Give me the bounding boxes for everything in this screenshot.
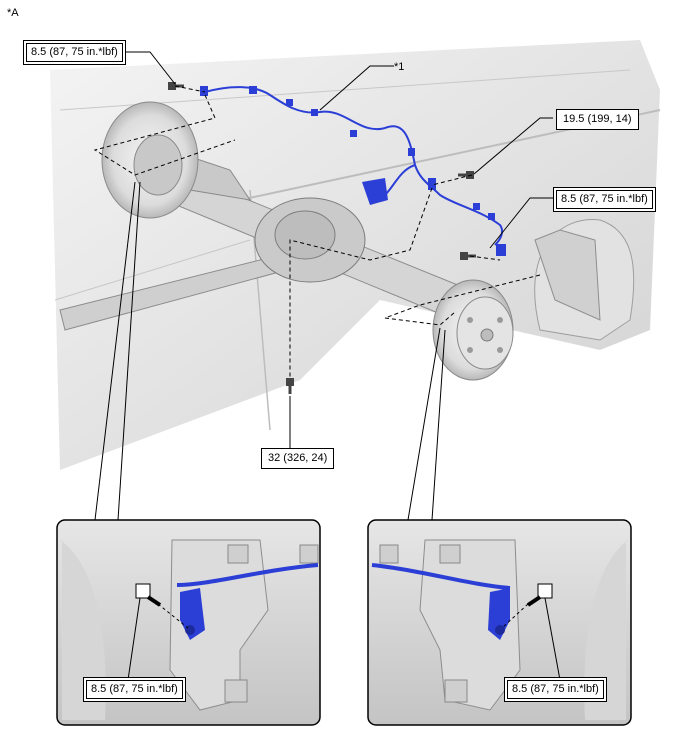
torque-value-detail-right: 8.5 (87, 75 in.*lbf) xyxy=(507,680,604,699)
figure-label: *A xyxy=(7,7,19,19)
detail-right-bolt-icon xyxy=(526,583,553,607)
detail-view-right xyxy=(367,519,632,726)
torque-label-top-left: 8.5 (87, 75 in.*lbf) xyxy=(23,40,126,65)
right-brake-drum xyxy=(432,279,514,381)
dashed-guide-lines xyxy=(93,85,541,378)
leader-lines xyxy=(94,51,553,521)
wire-harness xyxy=(200,86,506,256)
torque-value-top-left: 8.5 (87, 75 in.*lbf) xyxy=(26,43,123,62)
callout-1-label: *1 xyxy=(394,61,405,73)
detail-view-left xyxy=(56,519,321,726)
torque-label-bottom-center: 32 (326, 24) xyxy=(261,448,335,469)
left-brake-drum xyxy=(101,101,199,219)
torque-value-right: 8.5 (87, 75 in.*lbf) xyxy=(556,190,653,209)
bolt-bottom-icon xyxy=(286,378,294,394)
torque-label-detail-right: 8.5 (87, 75 in.*lbf) xyxy=(504,677,607,702)
torque-value-detail-left: 8.5 (87, 75 in.*lbf) xyxy=(86,680,183,699)
torque-label-right: 8.5 (87, 75 in.*lbf) xyxy=(553,187,656,212)
torque-label-detail-left: 8.5 (87, 75 in.*lbf) xyxy=(83,677,186,702)
torque-label-top-right-middle: 19.5 (199, 14) xyxy=(556,109,639,130)
detail-left-bolt-icon xyxy=(135,583,162,607)
